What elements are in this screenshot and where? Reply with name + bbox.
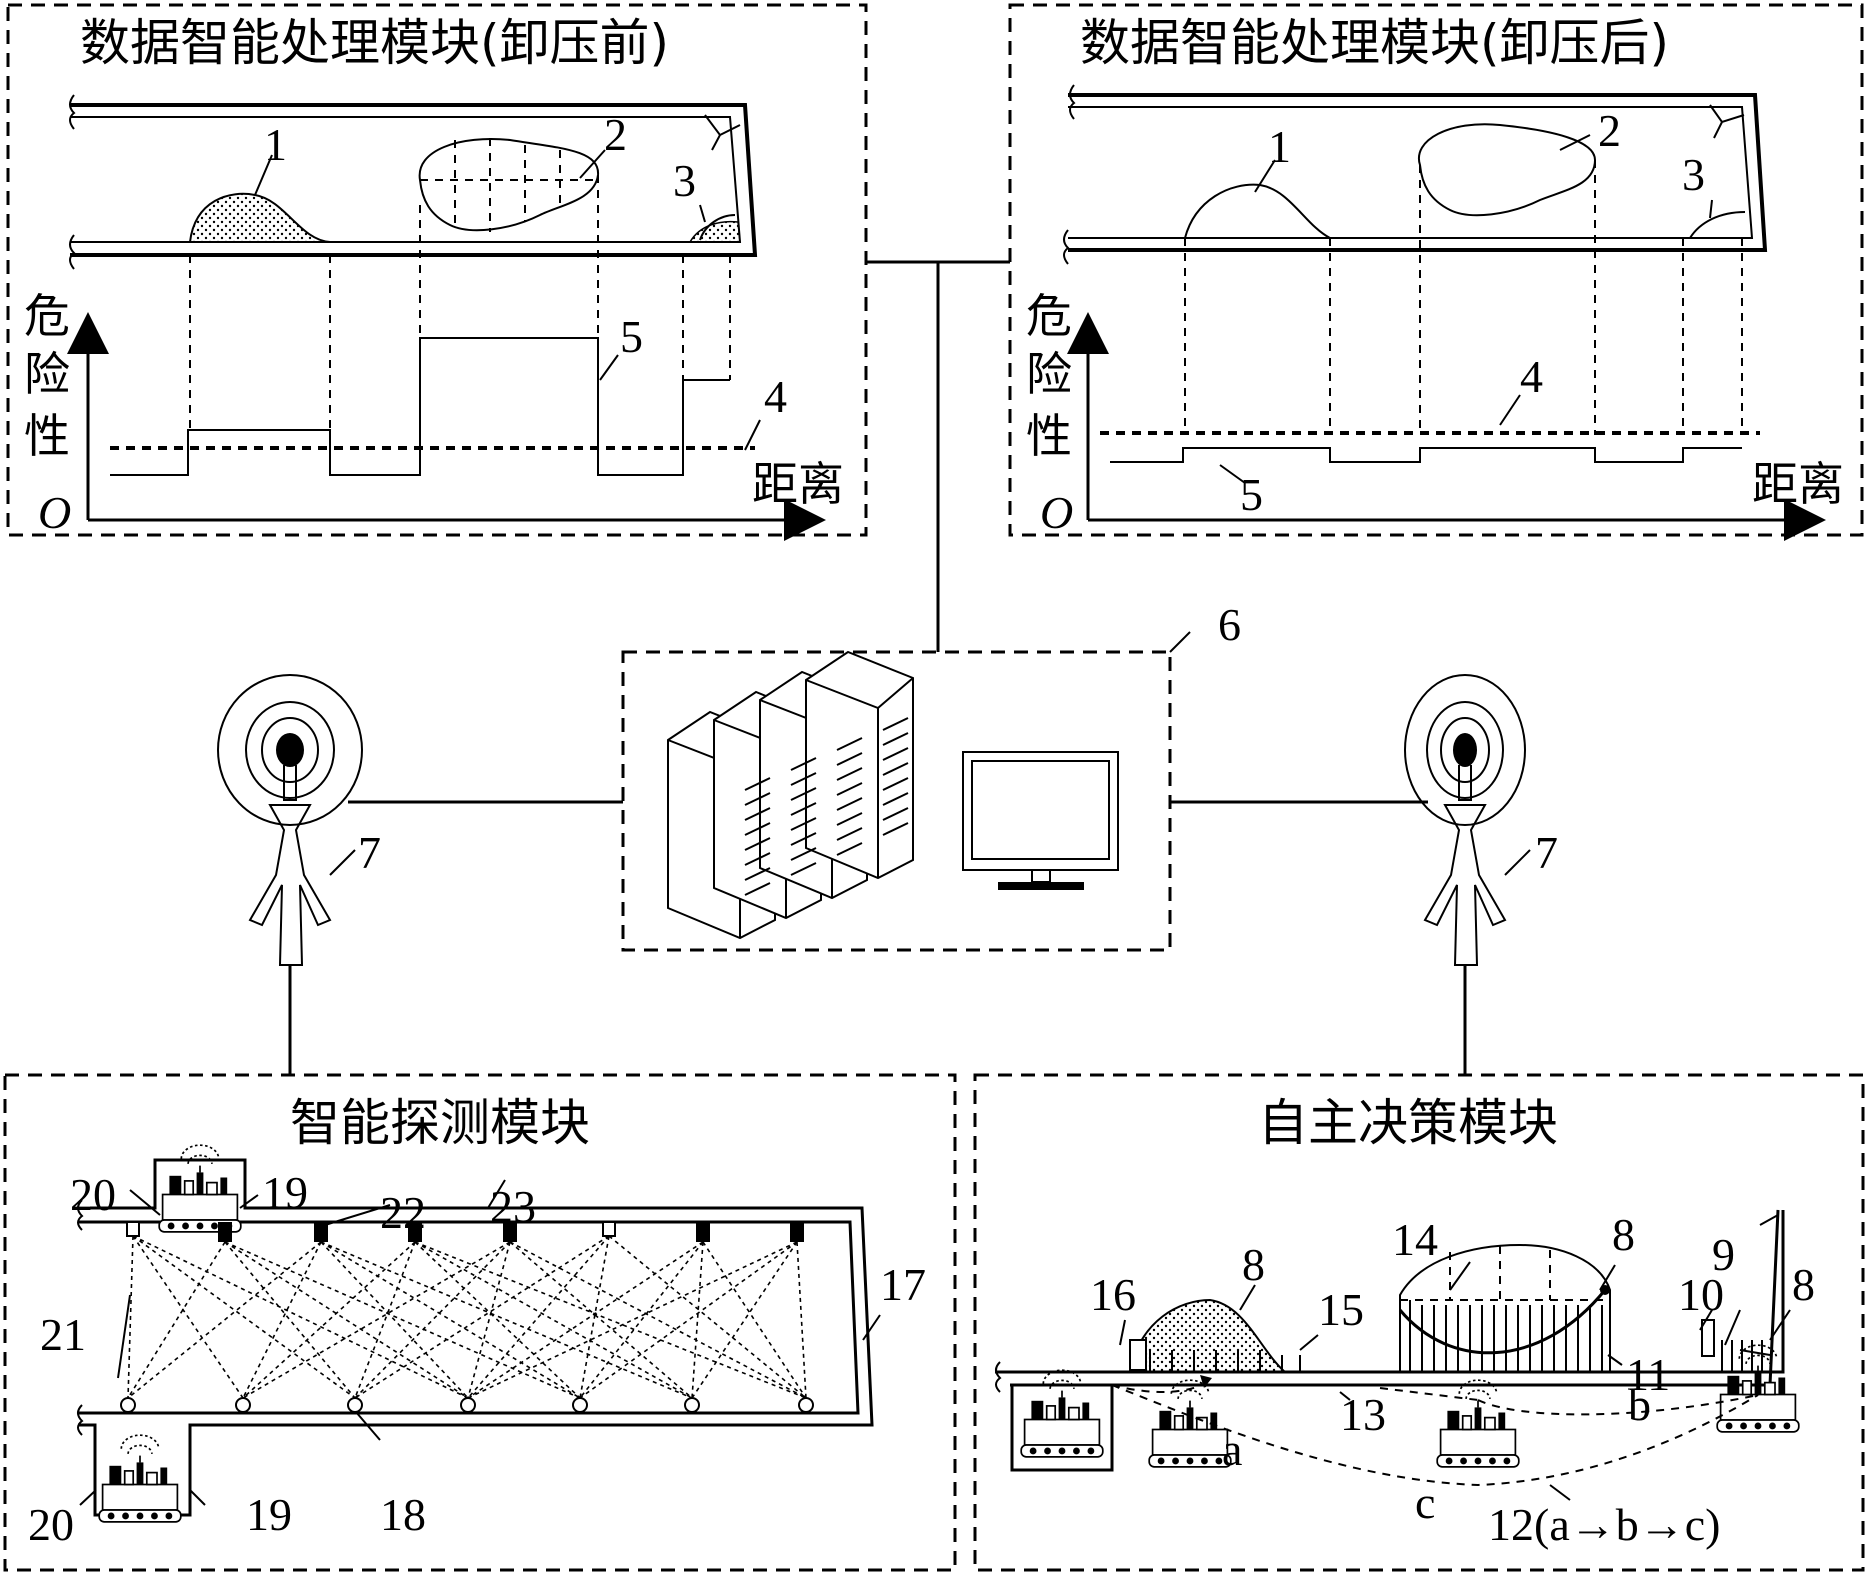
label-11: 11 xyxy=(1626,1349,1670,1400)
label-4-before: 4 xyxy=(764,371,787,422)
origin-before: O xyxy=(38,487,71,538)
network-connections xyxy=(288,260,1467,1075)
label-10: 10 xyxy=(1678,1269,1724,1320)
label-16: 16 xyxy=(1090,1269,1136,1320)
label-c: c xyxy=(1415,1477,1435,1528)
label-8-right: 8 xyxy=(1792,1259,1815,1310)
y-axis-char-3-after: 性 xyxy=(1026,409,1072,463)
label-8-mid: 8 xyxy=(1612,1209,1635,1260)
robot-vehicle-icon xyxy=(98,1434,182,1523)
label-5-before: 5 xyxy=(620,311,643,362)
antenna-tower-icon xyxy=(1404,674,1526,966)
label-a: a xyxy=(1222,1424,1242,1475)
panel-title-after: 数据智能处理模块(卸压后) xyxy=(1080,14,1669,72)
sensor-node-icon xyxy=(120,1397,814,1413)
processing-module-before: 数据智能处理模块(卸压前) 1 2 3 5 4 危 险 性 O xyxy=(6,3,868,541)
label-7-left: 7 xyxy=(358,827,381,878)
label-13: 13 xyxy=(1340,1389,1386,1440)
y-axis-char-1-after: 危 xyxy=(1026,289,1072,343)
antenna-tower-icon xyxy=(217,674,363,966)
decision-module: 自主决策模块 16 8 15 14 8 xyxy=(973,1073,1865,1572)
y-axis-char-2-after: 险 xyxy=(1026,347,1072,401)
server-module: 6 xyxy=(621,599,1241,952)
label-22: 22 xyxy=(380,1187,426,1238)
label-3-before: 3 xyxy=(673,155,696,206)
robot-vehicle-icon xyxy=(158,1144,242,1233)
label-2-before: 2 xyxy=(604,109,627,160)
label-6: 6 xyxy=(1218,599,1241,650)
label-18: 18 xyxy=(380,1489,426,1540)
label-14: 14 xyxy=(1392,1214,1438,1265)
label-9: 9 xyxy=(1712,1229,1735,1280)
label-2-after: 2 xyxy=(1598,105,1621,156)
processing-module-after: 数据智能处理模块(卸压后) 1 2 3 4 5 危 险 性 O 距离 xyxy=(1008,3,1864,541)
detection-module: 智能探测模块 20 19 2 xyxy=(3,1073,957,1572)
antenna-tower-left: 7 xyxy=(217,674,381,966)
label-4-after: 4 xyxy=(1520,351,1543,402)
label-19-top: 19 xyxy=(262,1167,308,1218)
label-b: b xyxy=(1628,1379,1651,1430)
label-1-after: 1 xyxy=(1268,121,1291,172)
robot-vehicle-icon xyxy=(1020,1369,1104,1458)
label-17: 17 xyxy=(880,1259,926,1310)
panel-title-detection: 智能探测模块 xyxy=(290,1094,590,1152)
sensor-node-icon xyxy=(126,1221,804,1242)
antenna-tower-right: 7 xyxy=(1404,674,1558,966)
y-axis-char-3-before: 性 xyxy=(24,409,70,463)
label-20-top: 20 xyxy=(70,1169,116,1220)
label-12: 12(a→b→c) xyxy=(1488,1499,1720,1550)
x-axis-label-before: 距离 xyxy=(752,457,844,511)
label-3-after: 3 xyxy=(1682,149,1705,200)
label-21: 21 xyxy=(40,1309,86,1360)
label-15: 15 xyxy=(1318,1284,1364,1335)
robot-vehicle-icon xyxy=(1716,1344,1800,1433)
panel-title-decision: 自主决策模块 xyxy=(1258,1094,1558,1152)
label-5-after: 5 xyxy=(1240,469,1263,520)
origin-after: O xyxy=(1040,487,1073,538)
label-20-bottom: 20 xyxy=(28,1499,74,1550)
label-23: 23 xyxy=(490,1181,536,1232)
label-19-bottom: 19 xyxy=(246,1489,292,1540)
x-axis-label-after: 距离 xyxy=(1752,457,1844,511)
robot-vehicle-icon xyxy=(1148,1379,1232,1468)
robot-vehicle-icon xyxy=(1436,1379,1520,1468)
label-8-left: 8 xyxy=(1242,1239,1265,1290)
monitor-icon xyxy=(962,751,1119,890)
y-axis-char-2-before: 险 xyxy=(24,347,70,401)
label-7-right: 7 xyxy=(1535,827,1558,878)
label-1-before: 1 xyxy=(264,119,287,170)
server-rack-icon xyxy=(667,650,914,940)
y-axis-char-1-before: 危 xyxy=(24,289,70,343)
panel-title-before: 数据智能处理模块(卸压前) xyxy=(80,14,669,72)
